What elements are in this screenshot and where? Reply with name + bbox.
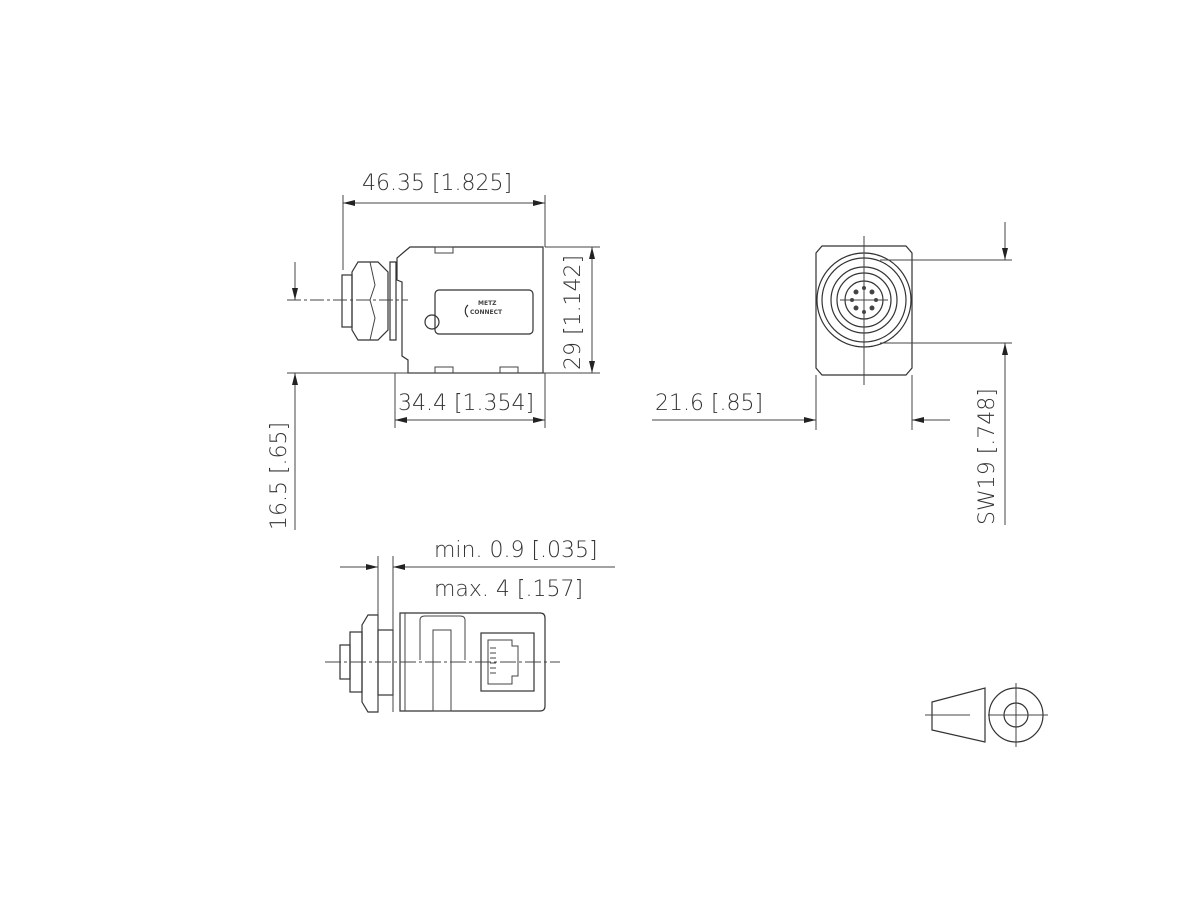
dim-width: 21.6 [.85]	[655, 391, 763, 416]
logo-line2: CONNECT	[470, 309, 503, 316]
side-view: METZ CONNECT 46.35 [1.825] 29 [1.142] 34…	[267, 171, 600, 530]
dim-overall-length: 46.35 [1.825]	[362, 171, 512, 196]
bottom-view: min. 0.9 [.035] max. 4 [.157]	[325, 538, 615, 713]
front-view: SW19 [.748] 21.6 [.85]	[652, 222, 1012, 525]
projection-symbol-icon	[925, 683, 1048, 747]
dim-center-offset: 16.5 [.65]	[267, 422, 292, 530]
dim-wrench-size: SW19 [.748]	[975, 388, 1000, 525]
dim-panel-min: min. 0.9 [.035]	[434, 538, 598, 563]
dim-body-length: 34.4 [1.354]	[398, 391, 534, 416]
logo-line1: METZ	[478, 300, 497, 307]
dim-height: 29 [1.142]	[561, 255, 586, 370]
dim-panel-max: max. 4 [.157]	[434, 577, 583, 602]
